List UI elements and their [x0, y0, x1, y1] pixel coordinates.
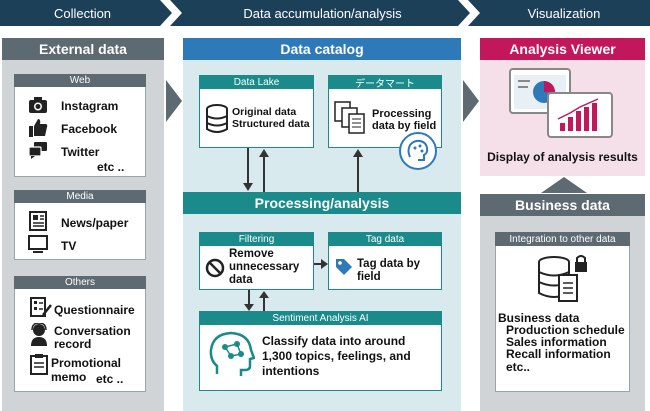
- list-item: [28, 141, 48, 159]
- business-item: Production schedule: [506, 323, 625, 337]
- others-etc: etc ..: [96, 372, 124, 386]
- catalog-processing-arrows: [243, 148, 269, 192]
- stage-accumulation: Data accumulation/analysis: [243, 5, 402, 21]
- tv-icon: [28, 235, 48, 253]
- tag-line2: field: [357, 271, 381, 283]
- tag-data-label: Tag data: [328, 232, 442, 246]
- ai-brain-icon: [399, 132, 437, 170]
- filter-line3: data: [229, 274, 253, 286]
- tag-line1: Tag data by: [357, 258, 421, 270]
- memo-icon: [30, 354, 48, 375]
- web-label: Web: [14, 74, 146, 87]
- thumbs-up-icon: [29, 119, 48, 137]
- arrow-right-icon: [166, 80, 182, 122]
- tag-icon: [336, 259, 352, 275]
- sentiment-line1: Classify data into around: [262, 334, 406, 348]
- sentiment-label: Sentiment Analysis AI: [199, 311, 442, 325]
- questionnaire-icon: [30, 297, 52, 317]
- business-item: Sales information: [506, 335, 607, 349]
- list-item: [28, 96, 48, 114]
- arrow-right-icon: [463, 80, 479, 122]
- processing-line2: data by field: [372, 120, 437, 132]
- processing-title: Processing/analysis: [183, 192, 461, 214]
- instagram-label: Instagram: [61, 99, 119, 113]
- arrow-up-icon: [541, 177, 587, 193]
- media-label: Media: [14, 190, 146, 203]
- database-icon: [206, 104, 228, 133]
- sentiment-line2: 1,300 topics, feelings, and: [262, 349, 411, 363]
- business-item: etc..: [506, 360, 531, 374]
- news-label: News/paper: [61, 216, 129, 230]
- filter-to-tag-arrow: [314, 259, 328, 269]
- chat-icon: [28, 142, 47, 159]
- viewer-caption: Display of analysis results: [487, 150, 638, 164]
- tv-label: TV: [61, 239, 77, 253]
- prohibit-icon: [205, 258, 225, 278]
- sentiment-line3: intentions: [262, 364, 320, 378]
- conversation-label: Conversation record: [54, 324, 131, 351]
- structured-data-label: Structured data: [232, 118, 310, 130]
- filtering-label: Filtering: [199, 232, 314, 246]
- business-item: Recall information: [506, 347, 611, 361]
- integration-label: Integration to other data: [495, 232, 630, 246]
- business-title: Business data: [480, 194, 645, 216]
- operator-icon: [31, 323, 47, 346]
- facebook-label: Facebook: [61, 122, 118, 136]
- filter-line1: Remove: [229, 248, 274, 260]
- data-mart-label: データマート: [328, 75, 442, 90]
- stage-collection: Collection: [53, 5, 112, 21]
- secure-database-icon: [538, 255, 587, 302]
- memo-label: Promotional memo: [51, 356, 122, 384]
- business-item: Business data: [498, 311, 580, 325]
- data-lake-label: Data Lake: [199, 75, 314, 89]
- data-catalog-title: Data catalog: [183, 38, 461, 60]
- stage-visualization: Visualization: [527, 5, 601, 21]
- processing-line1: Processing: [372, 108, 432, 120]
- ai-head-icon: [209, 331, 255, 376]
- filter-line2: unnecessary: [229, 261, 300, 273]
- filter-sentiment-arrows: [244, 290, 269, 312]
- others-label: Others: [14, 276, 146, 289]
- web-etc: etc ..: [97, 160, 125, 174]
- twitter-label: Twitter: [61, 145, 100, 159]
- processing-to-mart-arrow: [353, 149, 363, 192]
- analytics-screens-icon: [509, 68, 613, 138]
- external-data-title: External data: [2, 38, 164, 60]
- list-item: [28, 118, 48, 138]
- camera-icon: [29, 97, 47, 113]
- newspaper-icon: [29, 211, 47, 231]
- documents-icon: [334, 101, 365, 134]
- stage-banner: [0, 0, 650, 26]
- questionnaire-label: Questionnaire: [54, 303, 135, 317]
- original-data-label: Original data: [232, 106, 297, 118]
- viewer-title: Analysis Viewer: [480, 38, 645, 60]
